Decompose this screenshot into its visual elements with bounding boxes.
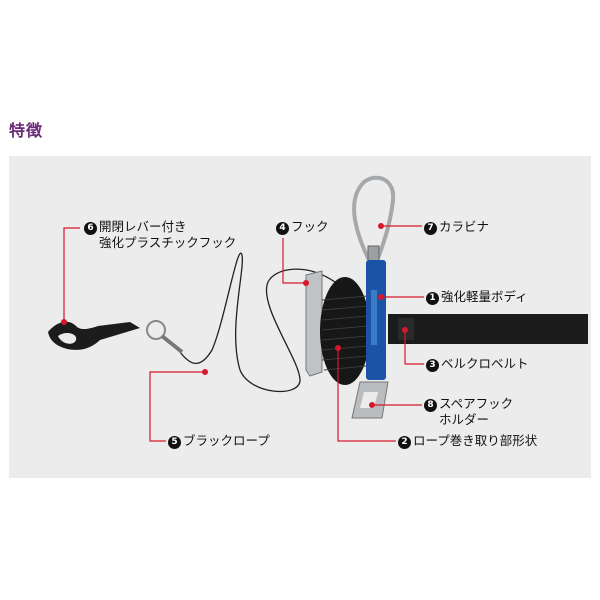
leader-dots <box>61 223 408 408</box>
feature-text-2: ロープ巻き取り部形状 <box>413 433 538 448</box>
feature-number-4: 4 <box>276 222 289 235</box>
feature-text-6b: 強化プラスチックフック <box>99 235 237 250</box>
feature-text-3: ベルクロベルト <box>441 356 529 371</box>
carabiner <box>352 175 396 260</box>
black-rope <box>179 252 336 393</box>
velcro-belt <box>388 314 588 344</box>
feature-number-1: 1 <box>426 292 439 305</box>
feature-text-5: ブラックロープ <box>183 433 270 448</box>
feature-text-8b: ホルダー <box>439 412 490 427</box>
feature-text-6: 開閉レバー付き <box>99 219 187 234</box>
feature-text-1: 強化軽量ボディ <box>441 289 528 304</box>
section-heading: 特徴 <box>9 121 44 140</box>
feature-number-3: 3 <box>426 359 439 372</box>
rope-coil <box>320 277 370 385</box>
feature-number-2: 2 <box>398 436 411 449</box>
feature-number-7: 7 <box>424 222 437 235</box>
leader-lines <box>63 225 424 442</box>
feature-text-8: スペアフック <box>439 396 514 411</box>
feature-text-7: カラビナ <box>439 219 490 234</box>
hook-plate <box>305 270 323 377</box>
fish-grip-tool <box>48 320 184 354</box>
feature-number-6: 6 <box>84 222 97 235</box>
feature-number-8: 8 <box>424 399 437 412</box>
feature-number-5: 5 <box>168 436 181 449</box>
feature-text-4: フック <box>291 219 329 234</box>
